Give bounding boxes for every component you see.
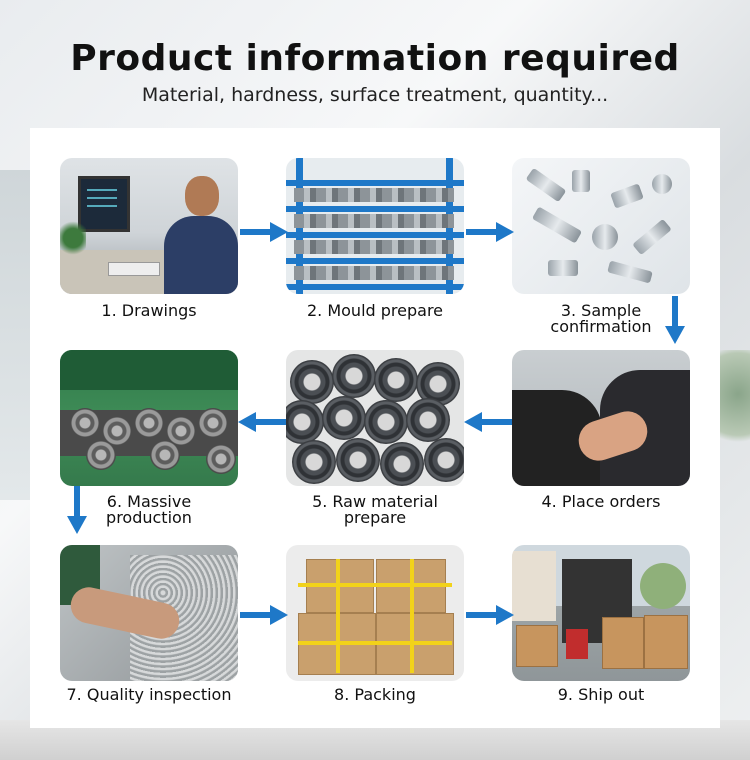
- step-3-label: 3. Sample confirmation: [512, 303, 690, 335]
- step-6-label: 6. Massive production: [60, 494, 238, 526]
- step-2-label: 2. Mould prepare: [286, 303, 464, 319]
- step-1-text: 1. Drawings: [101, 301, 197, 320]
- arrow-right-1-2: [240, 222, 288, 242]
- step-7-label: 7. Quality inspection: [42, 687, 256, 703]
- arrow-left-4-5: [464, 412, 512, 432]
- step-6-text-line2: production: [106, 508, 192, 527]
- step-9-label: 9. Ship out: [512, 687, 690, 703]
- page-title: Product information required: [70, 38, 680, 79]
- arrow-left-5-6: [238, 412, 286, 432]
- arrow-down-6-7: [67, 486, 87, 534]
- step-2-text: 2. Mould prepare: [306, 301, 444, 320]
- step-5-text-line2: prepare: [343, 508, 407, 527]
- step-5-text: 5. Raw material: [312, 492, 438, 511]
- step-8-label: 8. Packing: [286, 687, 464, 703]
- step-7-text: 7. Quality inspection: [66, 685, 232, 704]
- arrow-down-3-4: [665, 296, 685, 344]
- step-5-label: 5. Raw material prepare: [286, 494, 464, 526]
- mould-prepare-photo: [286, 158, 464, 294]
- arrow-right-7-8: [240, 605, 288, 625]
- arrow-right-8-9: [466, 605, 514, 625]
- drawings-photo: [60, 158, 238, 294]
- step-4-text: 4. Place orders: [541, 492, 661, 511]
- place-orders-photo: [512, 350, 690, 486]
- sample-parts-photo: [512, 158, 690, 294]
- step-4-label: 4. Place orders: [512, 494, 690, 510]
- step-9-text: 9. Ship out: [557, 685, 645, 704]
- step-6-text: 6. Massive: [106, 492, 192, 511]
- packing-photo: [286, 545, 464, 681]
- step-3-text-line2: confirmation: [550, 317, 652, 336]
- massive-production-photo: [60, 350, 238, 486]
- background-plant: [720, 350, 750, 460]
- process-panel: 1. Drawings 2. Mould prepare 3. Sample c…: [30, 128, 720, 728]
- step-3-text: 3. Sample: [560, 301, 642, 320]
- quality-inspection-photo: [60, 545, 238, 681]
- ship-out-photo: [512, 545, 690, 681]
- step-1-label: 1. Drawings: [60, 303, 238, 319]
- step-8-text: 8. Packing: [334, 685, 416, 704]
- page-subtitle: Material, hardness, surface treatment, q…: [141, 84, 609, 106]
- raw-material-photo: [286, 350, 464, 486]
- background-window: [0, 170, 34, 500]
- arrow-right-2-3: [466, 222, 514, 242]
